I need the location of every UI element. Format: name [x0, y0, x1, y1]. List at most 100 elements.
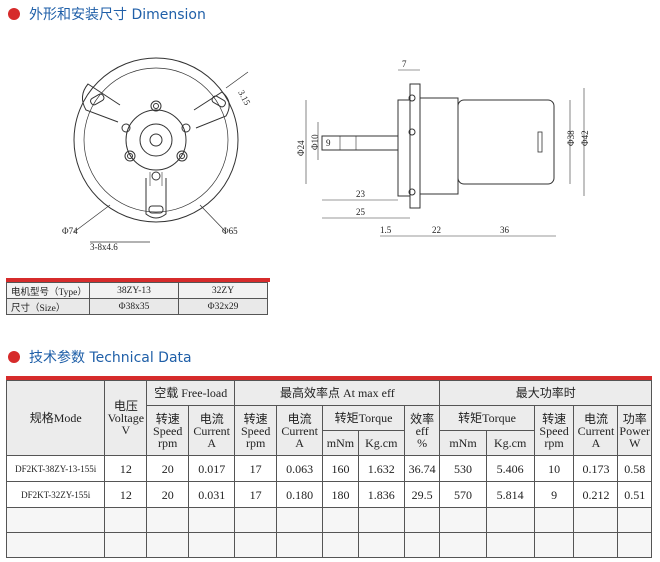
label-25: 25 [356, 207, 366, 217]
mount-lobe-bottom [145, 178, 167, 219]
slot-left [90, 93, 105, 106]
red-bullet-icon [8, 8, 20, 20]
shaft [321, 135, 399, 151]
label-dia38: Φ38 [566, 130, 576, 146]
mp-speed-cell: 10 [533, 455, 575, 482]
mp-torque-header: 转矩Torque [439, 405, 535, 431]
mp-current-cell: 0.212 [573, 481, 619, 508]
eff-cell: 36.74 [403, 455, 441, 482]
label-22: 22 [432, 225, 441, 235]
label-1-5: 1.5 [380, 225, 392, 235]
size-label: 电机型号（Type） [6, 282, 90, 299]
free-speed-cell: 20 [146, 455, 190, 482]
eff-current-cell: 0.063 [276, 455, 324, 482]
empty-row [5, 507, 652, 533]
motor-can [457, 99, 555, 185]
table-row: DF2KT-38ZY-13-155i 12 20 0.017 17 0.063 … [5, 455, 652, 482]
mp-torque-kgcm-header: Kg.cm [485, 430, 535, 456]
label-36: 36 [500, 225, 510, 235]
motor-body [419, 97, 459, 195]
tech-table-redbar [6, 376, 652, 380]
eff-torque-kgcm-header: Kg.cm [357, 430, 405, 456]
header-row-1: 规格Mode 电压 Voltage V 空载 Free-load 最高效率点 A… [5, 380, 652, 456]
voltage-cell: 12 [104, 481, 148, 508]
label-holes: 3-8x4.6 [90, 242, 118, 252]
tech-section-heading: 技术参数 Technical Data [8, 347, 192, 367]
eff-torque-kgcm-cell: 1.632 [357, 455, 405, 482]
label-dia10: Φ10 [310, 134, 320, 150]
mp-torque-kgcm-cell: 5.814 [485, 481, 535, 508]
eff-torque-mnm-header: mNm [322, 430, 359, 456]
size-row-type: 电机型号（Type） 38ZY-13 32ZY [6, 282, 268, 299]
label-dia42: Φ42 [580, 130, 590, 146]
voltage-cell: 12 [104, 455, 148, 482]
eff-torque-kgcm-cell: 1.836 [357, 481, 405, 508]
mp-speed-cell: 9 [533, 481, 575, 508]
model-header: 规格Mode [5, 380, 106, 456]
label-depth: 3.15 [236, 88, 252, 107]
label-9: 9 [326, 138, 331, 148]
label-dia74: Φ74 [62, 226, 78, 236]
eff-cell: 29.5 [403, 481, 441, 508]
gear-housing [397, 99, 411, 197]
size-value-38: Φ38x35 [89, 298, 179, 315]
red-bullet-icon [8, 351, 20, 363]
slot-bottom [148, 205, 164, 214]
size-table-redbar [6, 278, 270, 282]
label-dia24: Φ24 [296, 140, 306, 156]
label-dia65: Φ65 [222, 226, 238, 236]
eff-speed-cell: 17 [234, 455, 278, 482]
mount-lobe-right [193, 91, 230, 129]
hub-ring [125, 109, 187, 171]
mp-torque-mnm-header: mNm [439, 430, 487, 456]
slot-right [211, 95, 226, 108]
size-table: 电机型号（Type） 38ZY-13 32ZY 尺寸（Size） Φ38x35 … [6, 282, 268, 315]
label-23: 23 [356, 189, 366, 199]
size-value-38: 38ZY-13 [89, 282, 179, 299]
free-current-cell: 0.031 [188, 481, 236, 508]
max-eff-header: 最高效率点 At max eff [234, 380, 441, 406]
inner-circle [83, 67, 229, 213]
mp-power-cell: 0.58 [617, 455, 652, 482]
eff-current-cell: 0.180 [276, 481, 324, 508]
mount-lobe-left [82, 83, 121, 123]
mp-power-cell: 0.51 [617, 481, 652, 508]
eff-torque-mnm-cell: 180 [322, 481, 359, 508]
outer-circle [73, 57, 239, 223]
model-cell: DF2KT-32ZY-155i [5, 481, 106, 508]
eff-torque-header: 转矩Torque [322, 405, 405, 431]
mp-torque-mnm-cell: 570 [439, 481, 487, 508]
hub-ring-inner [139, 123, 173, 157]
model-cell: DF2KT-38ZY-13-155i [5, 455, 106, 482]
free-current-cell: 0.017 [188, 455, 236, 482]
size-row-size: 尺寸（Size） Φ38x35 Φ32x29 [6, 298, 268, 315]
mp-torque-kgcm-cell: 5.406 [485, 455, 535, 482]
tech-data-table: 规格Mode 电压 Voltage V 空载 Free-load 最高效率点 A… [5, 380, 652, 558]
mp-current-cell: 0.173 [573, 455, 619, 482]
table-row: DF2KT-32ZY-155i 12 20 0.031 17 0.180 180… [5, 481, 652, 508]
size-value-32: 32ZY [178, 282, 268, 299]
mp-torque-mnm-cell: 530 [439, 455, 487, 482]
size-label: 尺寸（Size） [6, 298, 90, 315]
label-7: 7 [402, 59, 407, 69]
eff-speed-cell: 17 [234, 481, 278, 508]
voltage-header: 电压 Voltage V [104, 380, 148, 456]
tech-title: 技术参数 Technical Data [29, 350, 192, 366]
free-load-header: 空载 Free-load [146, 380, 236, 406]
dimension-section-heading: 外形和安装尺寸 Dimension [8, 4, 206, 24]
max-power-header: 最大功率时 [439, 380, 652, 406]
eff-torque-mnm-cell: 160 [322, 455, 359, 482]
dimension-title: 外形和安装尺寸 Dimension [29, 7, 206, 23]
dimension-drawing: Φ74 Φ65 3-8x4.6 3.15 7 Φ24 Φ10 9 23 25 1… [62, 57, 590, 252]
empty-row [5, 532, 652, 558]
size-value-32: Φ32x29 [178, 298, 268, 315]
